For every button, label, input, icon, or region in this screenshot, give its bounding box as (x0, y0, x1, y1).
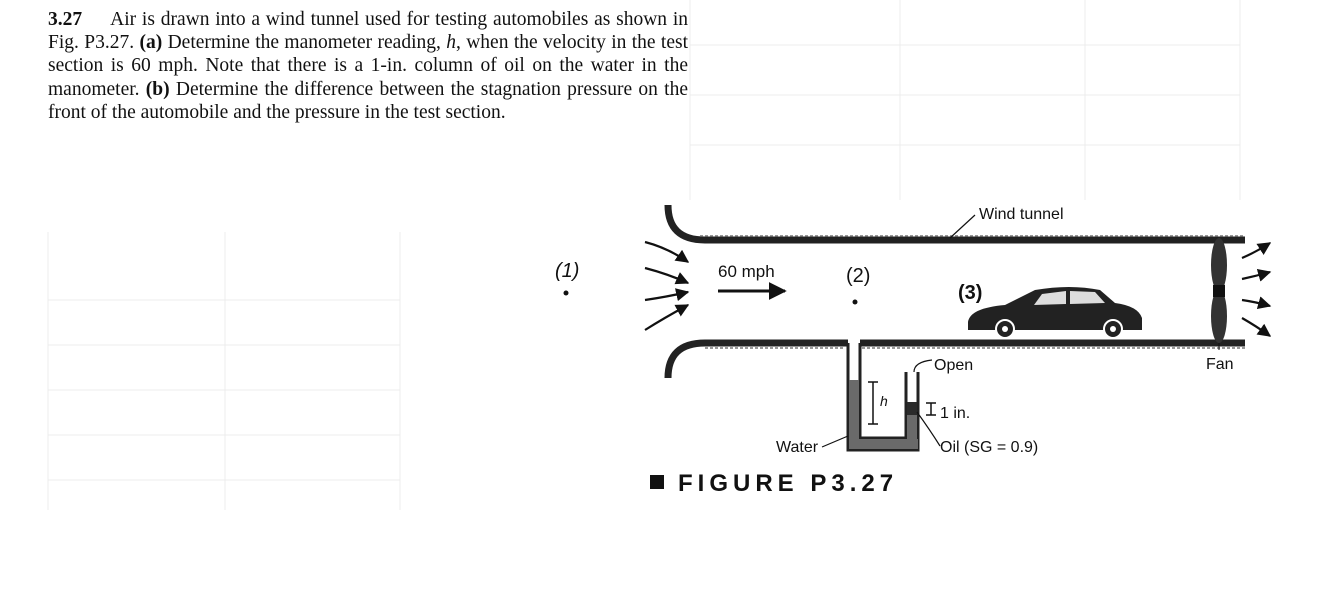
h-symbol: h (446, 32, 456, 54)
inlet-flow-arrows (644, 240, 690, 331)
label-point-2: (2) (846, 265, 870, 287)
label-velocity: 60 mph (718, 262, 775, 281)
manometer (821, 343, 941, 452)
figure-caption: FIGURE P3.27 (650, 470, 898, 498)
label-point-1: (1) (555, 260, 579, 282)
label-point-3: (3) (958, 282, 982, 304)
label-wind-tunnel: Wind tunnel (979, 206, 1064, 223)
part-b-marker: (b) (145, 78, 170, 100)
label-water: Water (776, 439, 819, 456)
problem-text-4: Determine the difference between the sta… (48, 78, 688, 123)
point-2-dot (852, 299, 858, 305)
tunnel-bottom-wall (664, 339, 848, 379)
fan (1211, 238, 1227, 343)
label-one-inch: 1 in. (940, 405, 970, 422)
label-open: Open (934, 357, 973, 374)
problem-number: 3.27 (48, 9, 83, 30)
point-1-dot (563, 290, 569, 296)
tunnel-top-wall (664, 204, 1245, 244)
part-a-marker: (a) (139, 32, 163, 54)
automobile (968, 287, 1142, 339)
label-oil: Oil (SG = 0.9) (940, 439, 1038, 456)
caption-text: FIGURE P3.27 (678, 470, 899, 497)
label-h: h (880, 393, 888, 409)
problem-text-2: Determine the manometer reading, (162, 32, 447, 54)
caption-square-marker (650, 475, 664, 489)
problem-text-3: , when the velocity in the test section … (48, 32, 688, 100)
label-fan: Fan (1206, 356, 1234, 373)
problem-text-1: Air is drawn into a wind tunnel used for… (48, 9, 688, 54)
outlet-flow-arrows (1241, 242, 1272, 337)
